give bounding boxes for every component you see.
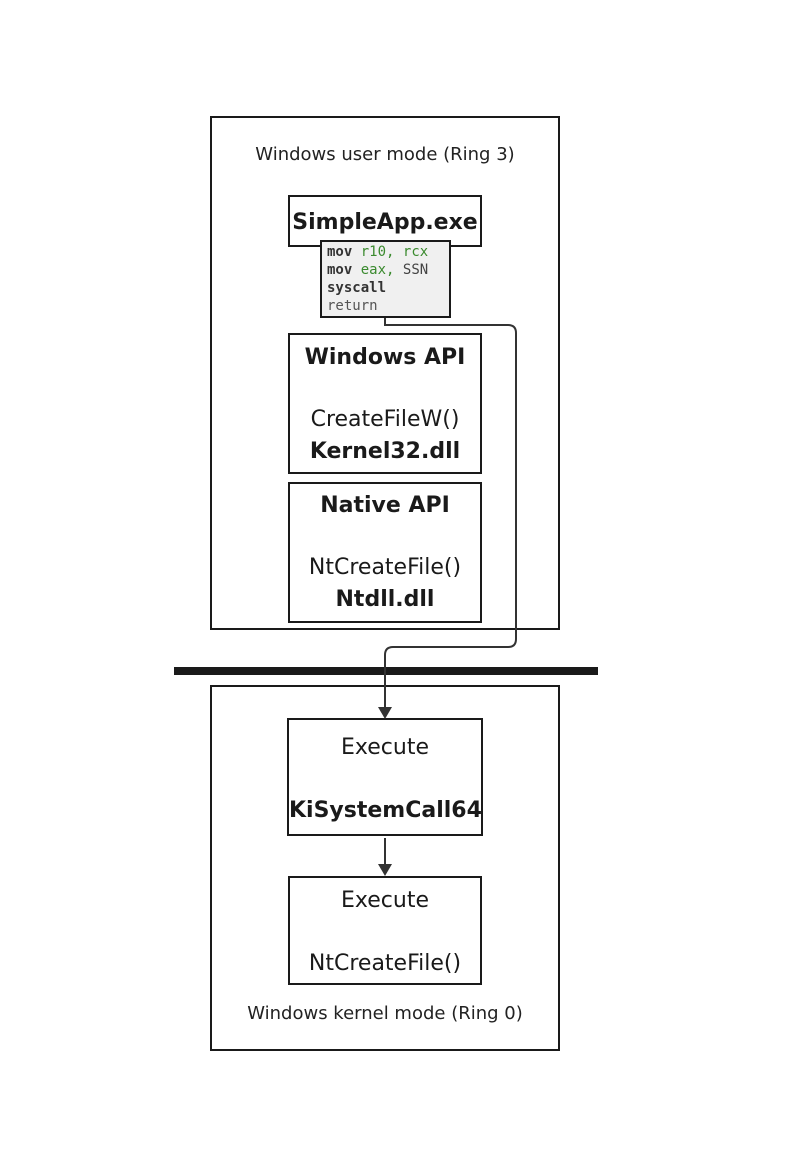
windows-api-box: Windows API CreateFileW() Kernel32.dll <box>288 333 482 474</box>
code-line-2: mov eax, SSN <box>327 261 449 279</box>
syscall-stub-code: mov r10, rcx mov eax, SSN syscall return <box>320 240 451 318</box>
kisystemcall64-action: Execute <box>341 735 429 760</box>
simpleapp-title: SimpleApp.exe <box>292 210 478 235</box>
code-op-2: mov <box>327 262 353 278</box>
code-arg-1b: rcx <box>402 244 429 260</box>
native-api-library: Ntdll.dll <box>335 586 435 612</box>
dispatch-arrowhead <box>378 864 392 876</box>
ntcreatefile-kernel-box: Execute NtCreateFile() <box>288 876 482 985</box>
windows-api-function: CreateFileW() <box>310 407 460 433</box>
windows-api-library: Kernel32.dll <box>309 438 461 464</box>
kernel-mode-label: Windows kernel mode (Ring 0) <box>247 1003 523 1024</box>
windows-api-title: Windows API <box>304 345 466 370</box>
code-arg-2b: SSN <box>402 262 429 278</box>
code-arg-1a: r10, <box>360 244 395 260</box>
syscall-arrowhead <box>378 707 392 719</box>
code-line-4: return <box>327 298 378 314</box>
kisystemcall64-box: Execute KiSystemCall64 <box>287 718 483 836</box>
native-api-title: Native API <box>320 493 450 518</box>
kisystemcall64-target: KiSystemCall64 <box>289 798 482 824</box>
native-api-function: NtCreateFile() <box>308 555 462 581</box>
code-arg-2a: eax, <box>360 262 395 278</box>
ntcreatefile-kernel-action: Execute <box>341 888 429 913</box>
syscall-transition-connector <box>384 318 517 712</box>
user-mode-label: Windows user mode (Ring 3) <box>255 144 515 165</box>
native-api-box: Native API NtCreateFile() Ntdll.dll <box>288 482 482 623</box>
code-line-1: mov r10, rcx <box>327 243 449 261</box>
simpleapp-box: SimpleApp.exe <box>288 195 482 247</box>
code-line-3: syscall <box>327 280 387 296</box>
ntcreatefile-kernel-target: NtCreateFile() <box>308 951 462 977</box>
code-op-1: mov <box>327 244 353 260</box>
